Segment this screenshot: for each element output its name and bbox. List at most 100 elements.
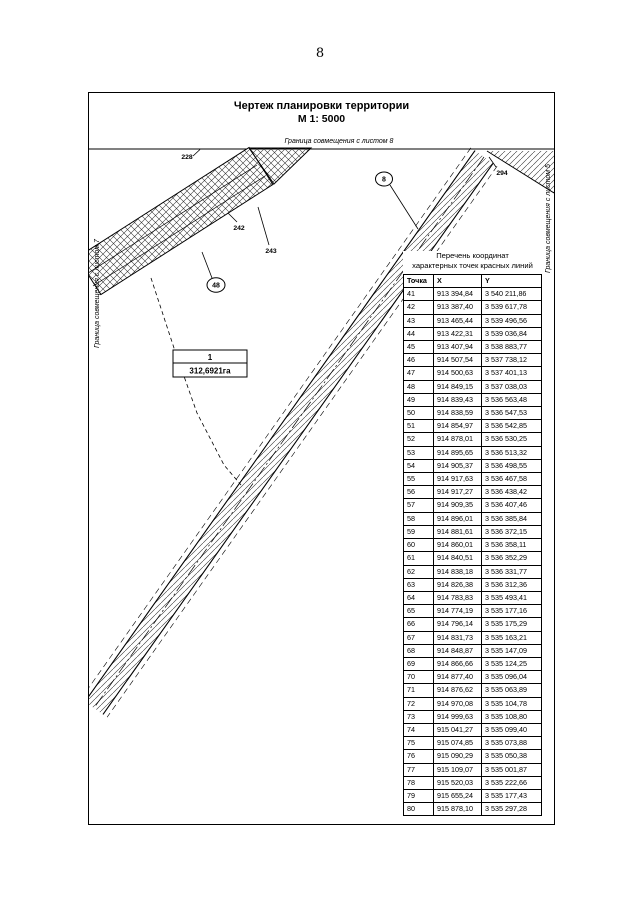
cell-y: 3 536 542,85 (481, 419, 542, 434)
cell-x: 914 909,35 (433, 498, 482, 513)
crosshatched-road-band (89, 146, 313, 296)
cell-x: 914 876,62 (433, 683, 482, 698)
cell-y: 3 536 513,32 (481, 445, 542, 460)
cell-y: 3 536 358,11 (481, 538, 542, 553)
point-labels: 228 242 243 48 8 294 (181, 149, 508, 293)
cell-y: 3 535 177,16 (481, 604, 542, 619)
cell-n: 55 (403, 472, 434, 487)
cell-x: 915 520,03 (433, 775, 482, 790)
cell-y: 3 536 563,48 (481, 392, 542, 408)
col-header-point: Точка (403, 274, 434, 289)
cell-y: 3 535 099,40 (481, 722, 542, 738)
cell-x: 914 970,08 (433, 696, 482, 711)
cell-x: 914 848,87 (433, 643, 482, 658)
cell-y: 3 535 063,89 (481, 683, 542, 698)
cell-x: 914 881,61 (433, 524, 482, 540)
cell-y: 3 536 331,77 (481, 564, 542, 579)
cell-y: 3 536 467,58 (481, 472, 542, 487)
drawing-frame: 228 242 243 48 8 294 1 312,6921га Границ… (88, 92, 555, 825)
coords-title-line2: характерных точек красных линий (412, 261, 533, 271)
cell-x: 913 422,31 (433, 326, 482, 342)
drawing-title-block: Чертеж планировки территории М 1: 5000 (89, 99, 554, 127)
cell-y: 3 535 493,41 (481, 590, 542, 606)
cell-n: 74 (403, 722, 434, 738)
cell-n: 63 (403, 577, 434, 592)
cell-n: 44 (403, 326, 434, 342)
parcel-callout: 1 312,6921га (172, 349, 248, 378)
cell-y: 3 536 407,46 (481, 498, 542, 513)
cell-n: 59 (403, 524, 434, 540)
cell-x: 913 407,94 (433, 340, 482, 355)
cell-x: 914 999,63 (433, 709, 482, 724)
cell-x: 914 838,59 (433, 406, 482, 421)
cell-y: 3 535 163,21 (481, 630, 542, 645)
point-label-242: 242 (233, 225, 245, 232)
cell-n: 73 (403, 709, 434, 724)
cell-n: 62 (403, 564, 434, 579)
cell-n: 79 (403, 788, 434, 804)
cell-n: 70 (403, 670, 434, 685)
cell-y: 3 535 108,80 (481, 709, 542, 724)
edge-label-left: Граница совмещения с листом 7 (94, 238, 101, 348)
cell-n: 72 (403, 696, 434, 711)
cell-y: 3 537 401,13 (481, 366, 542, 381)
cell-x: 914 849,15 (433, 379, 482, 394)
cell-x: 915 074,85 (433, 736, 482, 751)
cell-y: 3 539 036,84 (481, 326, 542, 342)
cell-n: 47 (403, 366, 434, 381)
cell-y: 3 536 530,25 (481, 432, 542, 447)
cell-x: 914 839,43 (433, 392, 482, 408)
cell-x: 914 896,01 (433, 511, 482, 526)
cell-y: 3 537 738,12 (481, 353, 542, 368)
corridor-center-line (93, 156, 485, 709)
cell-n: 48 (403, 379, 434, 394)
cell-x: 913 394,84 (433, 287, 482, 302)
cell-y: 3 535 096,04 (481, 670, 542, 685)
cell-n: 60 (403, 538, 434, 553)
cell-y: 3 536 312,36 (481, 577, 542, 592)
drawing-scale: М 1: 5000 (297, 113, 346, 126)
cell-x: 914 840,51 (433, 551, 482, 566)
cell-x: 914 783,83 (433, 590, 482, 606)
cell-y: 3 536 372,15 (481, 524, 542, 540)
edge-label-top: Граница совмещения с листом 8 (285, 138, 394, 145)
cell-x: 915 655,24 (433, 788, 482, 804)
table-header-row: Точка X Y (403, 274, 542, 289)
cell-n: 51 (403, 419, 434, 434)
cell-n: 54 (403, 458, 434, 474)
cell-y: 3 535 177,43 (481, 788, 542, 804)
drawing-title: Чертеж планировки территории (233, 100, 410, 112)
cell-y: 3 535 124,25 (481, 656, 542, 672)
cell-y: 3 538 883,77 (481, 340, 542, 355)
cell-y: 3 536 352,29 (481, 551, 542, 566)
cell-n: 65 (403, 604, 434, 619)
cell-n: 77 (403, 762, 434, 777)
cell-x: 915 041,27 (433, 722, 482, 738)
point-label-228: 228 (181, 154, 193, 161)
cell-n: 68 (403, 643, 434, 658)
point-label-48: 48 (212, 283, 220, 290)
cell-n: 56 (403, 485, 434, 500)
cell-n: 53 (403, 445, 434, 460)
cell-n: 43 (403, 313, 434, 328)
